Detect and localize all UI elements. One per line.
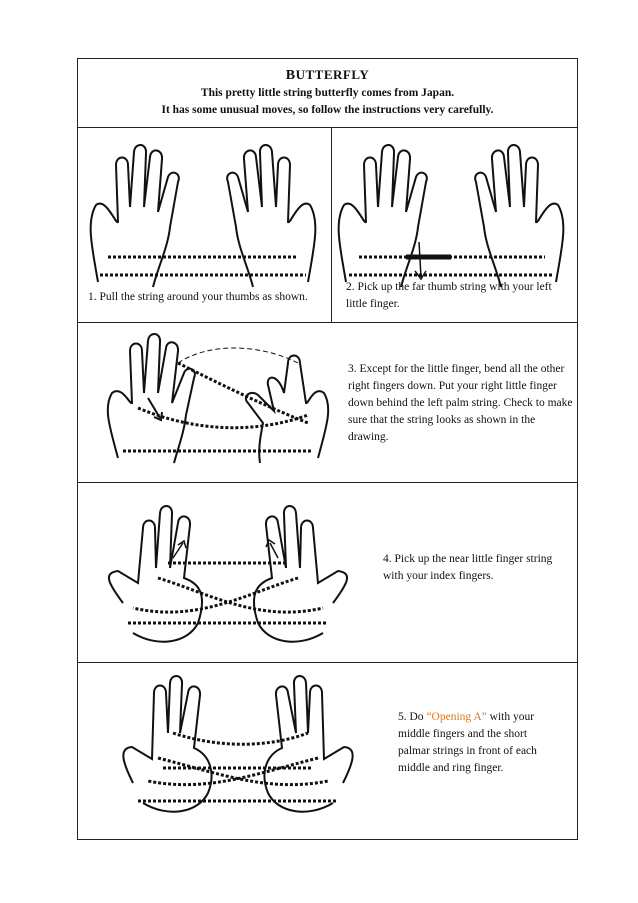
- divider: [331, 127, 332, 323]
- instruction-sheet: BUTTERFLY This pretty little string butt…: [77, 58, 578, 840]
- illustration-step-4: [108, 505, 348, 643]
- illustration-step-1: [89, 144, 317, 288]
- intro-line-1: This pretty little string butterfly come…: [200, 87, 455, 99]
- step-5-row: 5. Do “Opening A” with your middle finge…: [78, 663, 577, 840]
- step-1-caption: 1. Pull the string around your thumbs as…: [88, 291, 308, 303]
- illustration-step-3: [106, 333, 330, 464]
- step-5-caption: 5. Do “Opening A” with your middle finge…: [398, 711, 537, 774]
- header: BUTTERFLY This pretty little string butt…: [78, 59, 577, 128]
- step-3-caption: 3. Except for the little finger, bend al…: [348, 363, 573, 443]
- illustration-step-5: [122, 675, 354, 813]
- illustration-step-2: [337, 144, 565, 288]
- step-4-row: 4. Pick up the near little finger string…: [78, 483, 577, 663]
- step-3-row: 3. Except for the little finger, bend al…: [78, 323, 577, 483]
- steps-1-2-row: 1. Pull the string around your thumbs as…: [78, 127, 577, 323]
- step-2-caption: 2. Pick up the far thumb string with you…: [346, 281, 552, 310]
- page-title: BUTTERFLY: [285, 67, 370, 83]
- intro-line-2: It has some unusual moves, so follow the…: [161, 104, 494, 116]
- step-4-caption: 4. Pick up the near little finger string…: [383, 553, 553, 582]
- opening-a-link[interactable]: “Opening A”: [426, 711, 487, 723]
